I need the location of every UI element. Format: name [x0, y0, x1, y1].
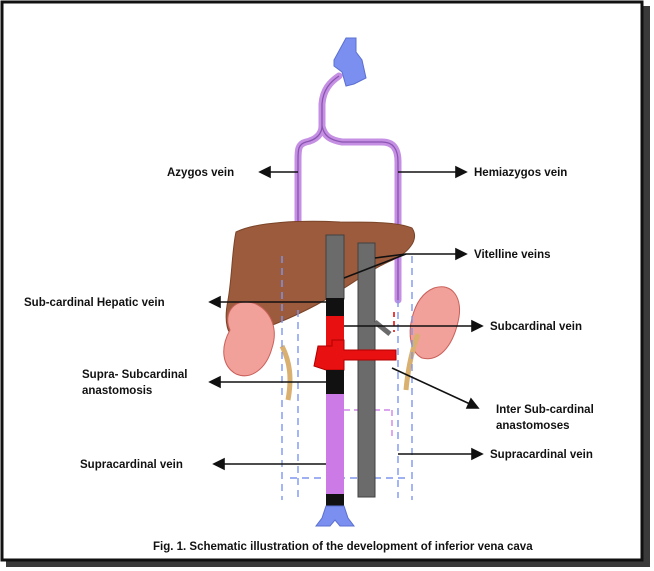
figure-caption: Fig. 1. Schematic illustration of the de… [153, 541, 533, 553]
label-supracardinal-vein-left: Supracardinal vein [80, 459, 183, 471]
vitelline-vein-right [358, 243, 375, 497]
label-vitelline-veins: Vitelline veins [474, 249, 551, 261]
label-hemiazygos-vein: Hemiazygos vein [474, 167, 567, 179]
label-subcardinal-vein: Subcardinal vein [490, 321, 582, 333]
label-supra-subcardinal-line2: anastomosis [82, 385, 152, 397]
label-subcardinal-hepatic-vein: Sub-cardinal Hepatic vein [24, 297, 165, 309]
vitelline-vein-left [326, 235, 344, 299]
label-supracardinal-vein-right: Supracardinal vein [490, 449, 593, 461]
label-supra-subcardinal-line1: Supra- Subcardinal [82, 369, 187, 381]
hepatic-segment [326, 298, 344, 316]
supracardinal-segment [326, 394, 344, 494]
supra-subcardinal-anastomosis [326, 370, 344, 394]
label-inter-subcardinal-line2: anastomoses [496, 420, 570, 432]
label-inter-subcardinal-line1: Inter Sub-cardinal [496, 404, 594, 416]
label-azygos-vein: Azygos vein [167, 167, 234, 179]
